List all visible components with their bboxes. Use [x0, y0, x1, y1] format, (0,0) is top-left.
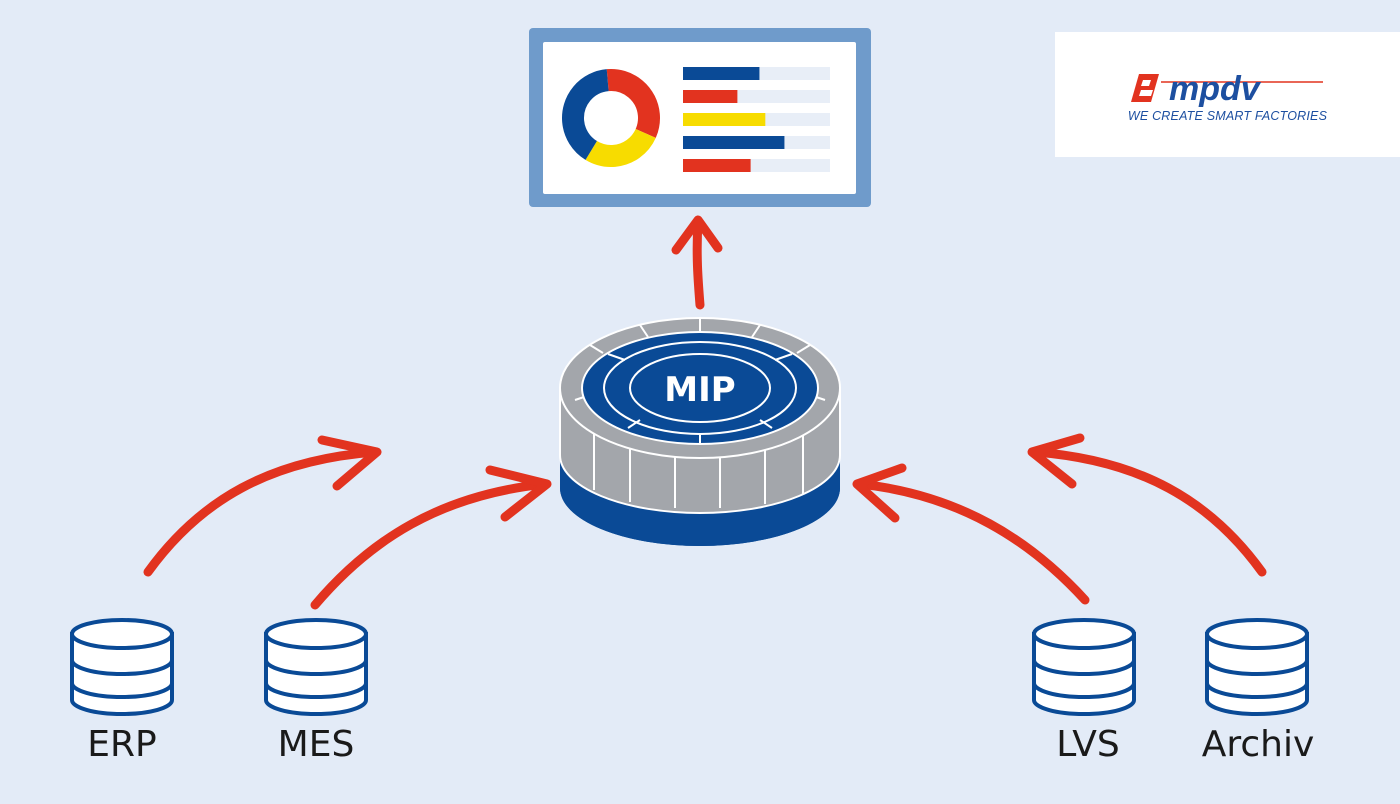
- mpdv-logo: mpdv WE CREATE SMART FACTORIES: [1055, 32, 1400, 157]
- hub-core: [629, 353, 771, 423]
- bar-chart: [683, 67, 830, 172]
- database-mes-icon: [264, 618, 368, 716]
- hub-side-dividers: [593, 430, 804, 508]
- arrows: [143, 215, 1267, 610]
- bar-fill: [683, 159, 751, 172]
- hub-top-dividers: [574, 318, 826, 401]
- database-erp-icon: [70, 618, 174, 716]
- mpdv-logo-mark-icon: mpdv: [1131, 70, 1323, 108]
- arrow-hub-to-dashboard: [671, 215, 723, 310]
- logo-tagline: WE CREATE SMART FACTORIES: [1127, 109, 1328, 123]
- database-archiv-icon: [1205, 618, 1309, 716]
- bar-fill: [683, 67, 760, 80]
- databases: [70, 618, 1309, 716]
- donut-segment: [562, 69, 660, 167]
- hub-label: MIP: [664, 370, 735, 410]
- mip-hub: MIP: [559, 317, 841, 546]
- bar-fill: [683, 113, 766, 126]
- arrow-erp-to-hub: [143, 435, 382, 577]
- hub-ring-dividers: [607, 353, 793, 444]
- source-label-erp: ERP: [87, 724, 157, 765]
- bar-fill: [683, 136, 785, 149]
- arrow-lvs-to-hub: [852, 463, 1090, 605]
- donut-chart: [562, 69, 660, 167]
- source-label-mes: MES: [277, 724, 355, 765]
- logo-wordmark: mpdv: [1169, 70, 1262, 108]
- bar-fill: [683, 90, 738, 103]
- database-lvs-icon: [1032, 618, 1136, 716]
- source-label-archiv: Archiv: [1201, 724, 1315, 765]
- donut-segment: [562, 69, 660, 167]
- arrow-archiv-to-hub: [1027, 433, 1267, 577]
- arrow-mes-to-hub: [310, 465, 552, 610]
- source-label-lvs: LVS: [1056, 724, 1120, 765]
- dashboard-monitor: [529, 28, 871, 207]
